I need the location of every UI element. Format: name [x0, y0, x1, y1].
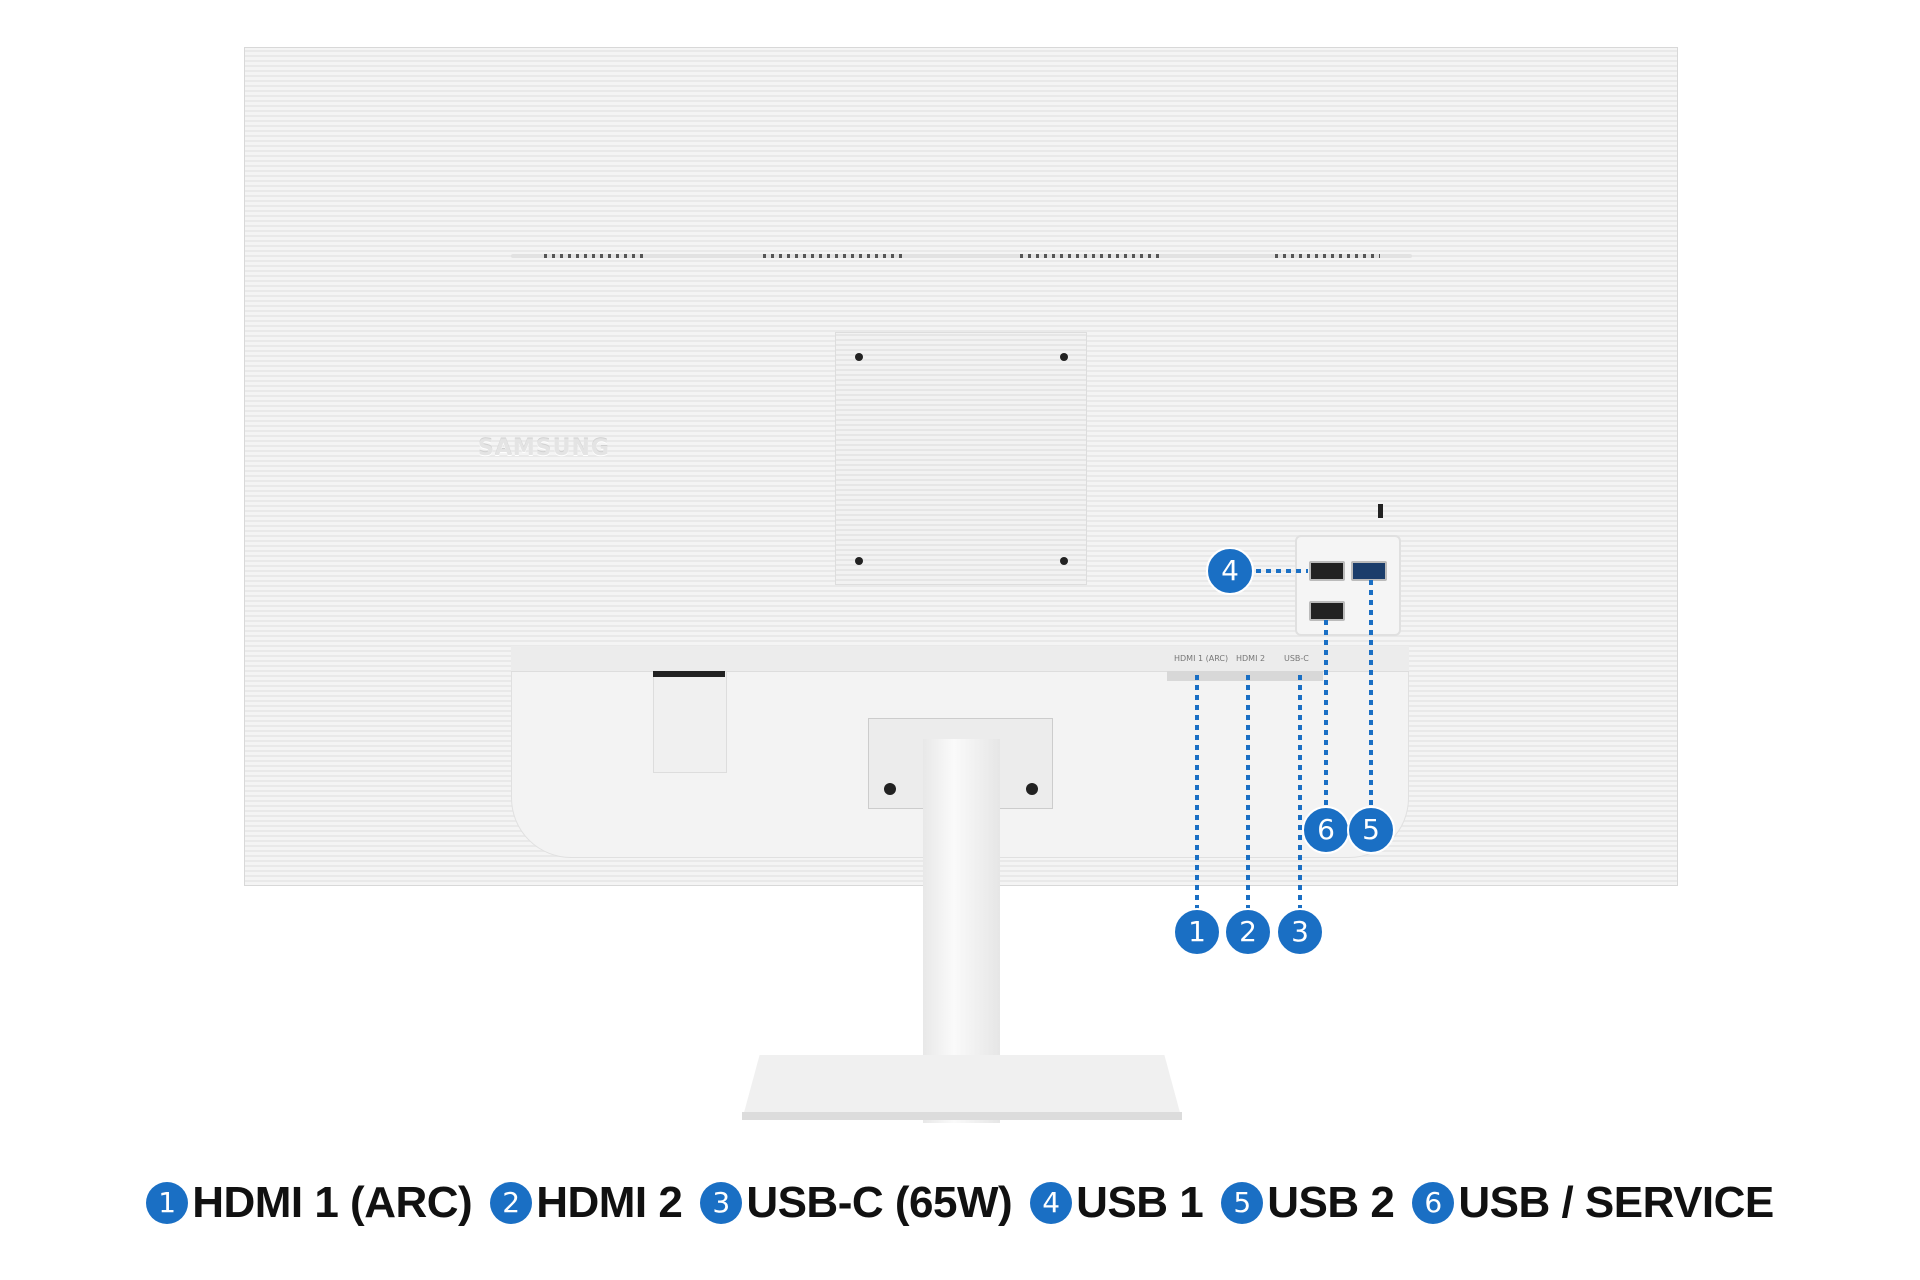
legend-label: USB / SERVICE — [1458, 1178, 1774, 1227]
legend-number: 6 — [1412, 1182, 1455, 1224]
legend-label: HDMI 1 (ARC) — [192, 1178, 473, 1227]
stand-screw — [1026, 783, 1038, 795]
screw-hole — [1060, 557, 1068, 565]
port-slot — [1167, 671, 1323, 681]
vesa-mount-plate — [835, 332, 1087, 585]
screw-hole — [855, 557, 863, 565]
callout-3: 3 — [1276, 908, 1324, 956]
port-label-hdmi1: HDMI 1 (ARC) — [1174, 654, 1229, 663]
legend-number: 3 — [700, 1182, 743, 1224]
legend-number: 2 — [490, 1182, 533, 1224]
legend-label: USB 2 — [1267, 1178, 1395, 1227]
screw-hole — [855, 353, 863, 361]
callout-5: 5 — [1347, 806, 1395, 854]
port-label-usbc: USB-C — [1284, 654, 1309, 663]
leader-line-3 — [1298, 675, 1302, 910]
legend-number: 1 — [146, 1182, 189, 1224]
stand-base — [742, 1055, 1182, 1120]
leader-line-2 — [1246, 675, 1250, 910]
vent-dots — [763, 254, 903, 258]
vent-dots — [1275, 254, 1380, 258]
vent-line — [511, 254, 1412, 258]
legend-number: 5 — [1221, 1182, 1264, 1224]
usb-port-2 — [1351, 561, 1387, 581]
leader-line-4 — [1256, 569, 1308, 573]
callout-6: 6 — [1302, 806, 1350, 854]
kensington-lock-slot — [1378, 504, 1383, 518]
callout-2: 2 — [1224, 908, 1272, 956]
legend-label: USB-C (65W) — [746, 1178, 1013, 1227]
callout-4: 4 — [1206, 547, 1254, 595]
legend-number: 4 — [1030, 1182, 1073, 1224]
screw-hole — [1060, 353, 1068, 361]
leader-line-1 — [1195, 675, 1199, 910]
callout-1: 1 — [1173, 908, 1221, 956]
samsung-logo: SAMSUNG — [478, 436, 610, 461]
cable-holder — [653, 671, 727, 773]
power-port — [653, 671, 725, 677]
port-ledge — [511, 646, 1409, 672]
stand-screw — [884, 783, 896, 795]
leader-line-5 — [1369, 580, 1373, 808]
port-label-hdmi2: HDMI 2 — [1236, 654, 1266, 663]
vent-dots — [544, 254, 646, 258]
legend-label: HDMI 2 — [536, 1178, 683, 1227]
usb-port-service — [1309, 601, 1345, 621]
vent-dots — [1020, 254, 1160, 258]
stand-base-edge — [742, 1112, 1182, 1120]
usb-port-1 — [1309, 561, 1345, 581]
leader-line-6 — [1324, 620, 1328, 808]
legend-label: USB 1 — [1076, 1178, 1204, 1227]
